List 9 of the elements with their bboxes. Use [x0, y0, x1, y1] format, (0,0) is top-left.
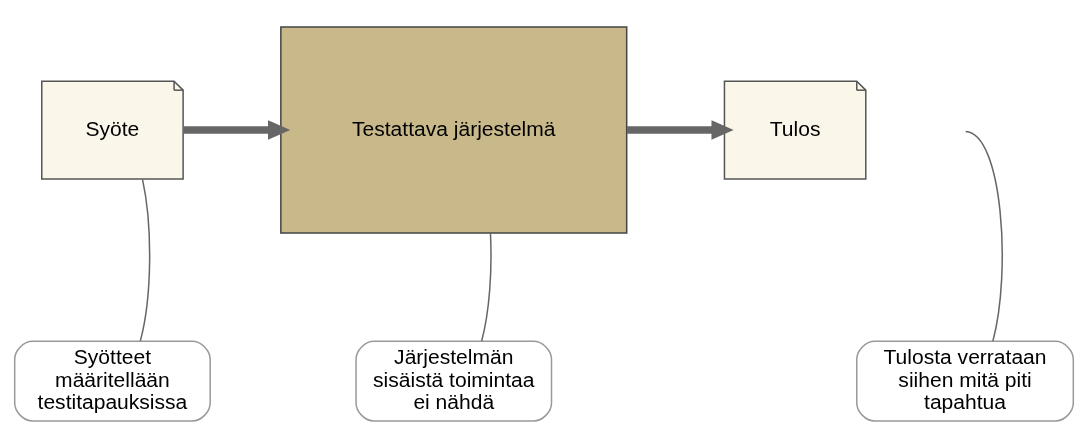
- node-box: Järjestelmän sisäistä toimintaa ei nähdä: [355, 340, 553, 422]
- node-box: Syötteet määritellään testitapauksissa: [13, 340, 211, 422]
- node-box: Testattava järjestelmä: [280, 25, 628, 234]
- connector: [139, 178, 151, 342]
- arrow: [627, 119, 734, 140]
- node-box: Tulosta verrataan siihen mitä piti tapahtua: [856, 340, 1075, 422]
- connector: [964, 130, 1003, 342]
- connector: [480, 231, 492, 342]
- arrow: [183, 119, 291, 140]
